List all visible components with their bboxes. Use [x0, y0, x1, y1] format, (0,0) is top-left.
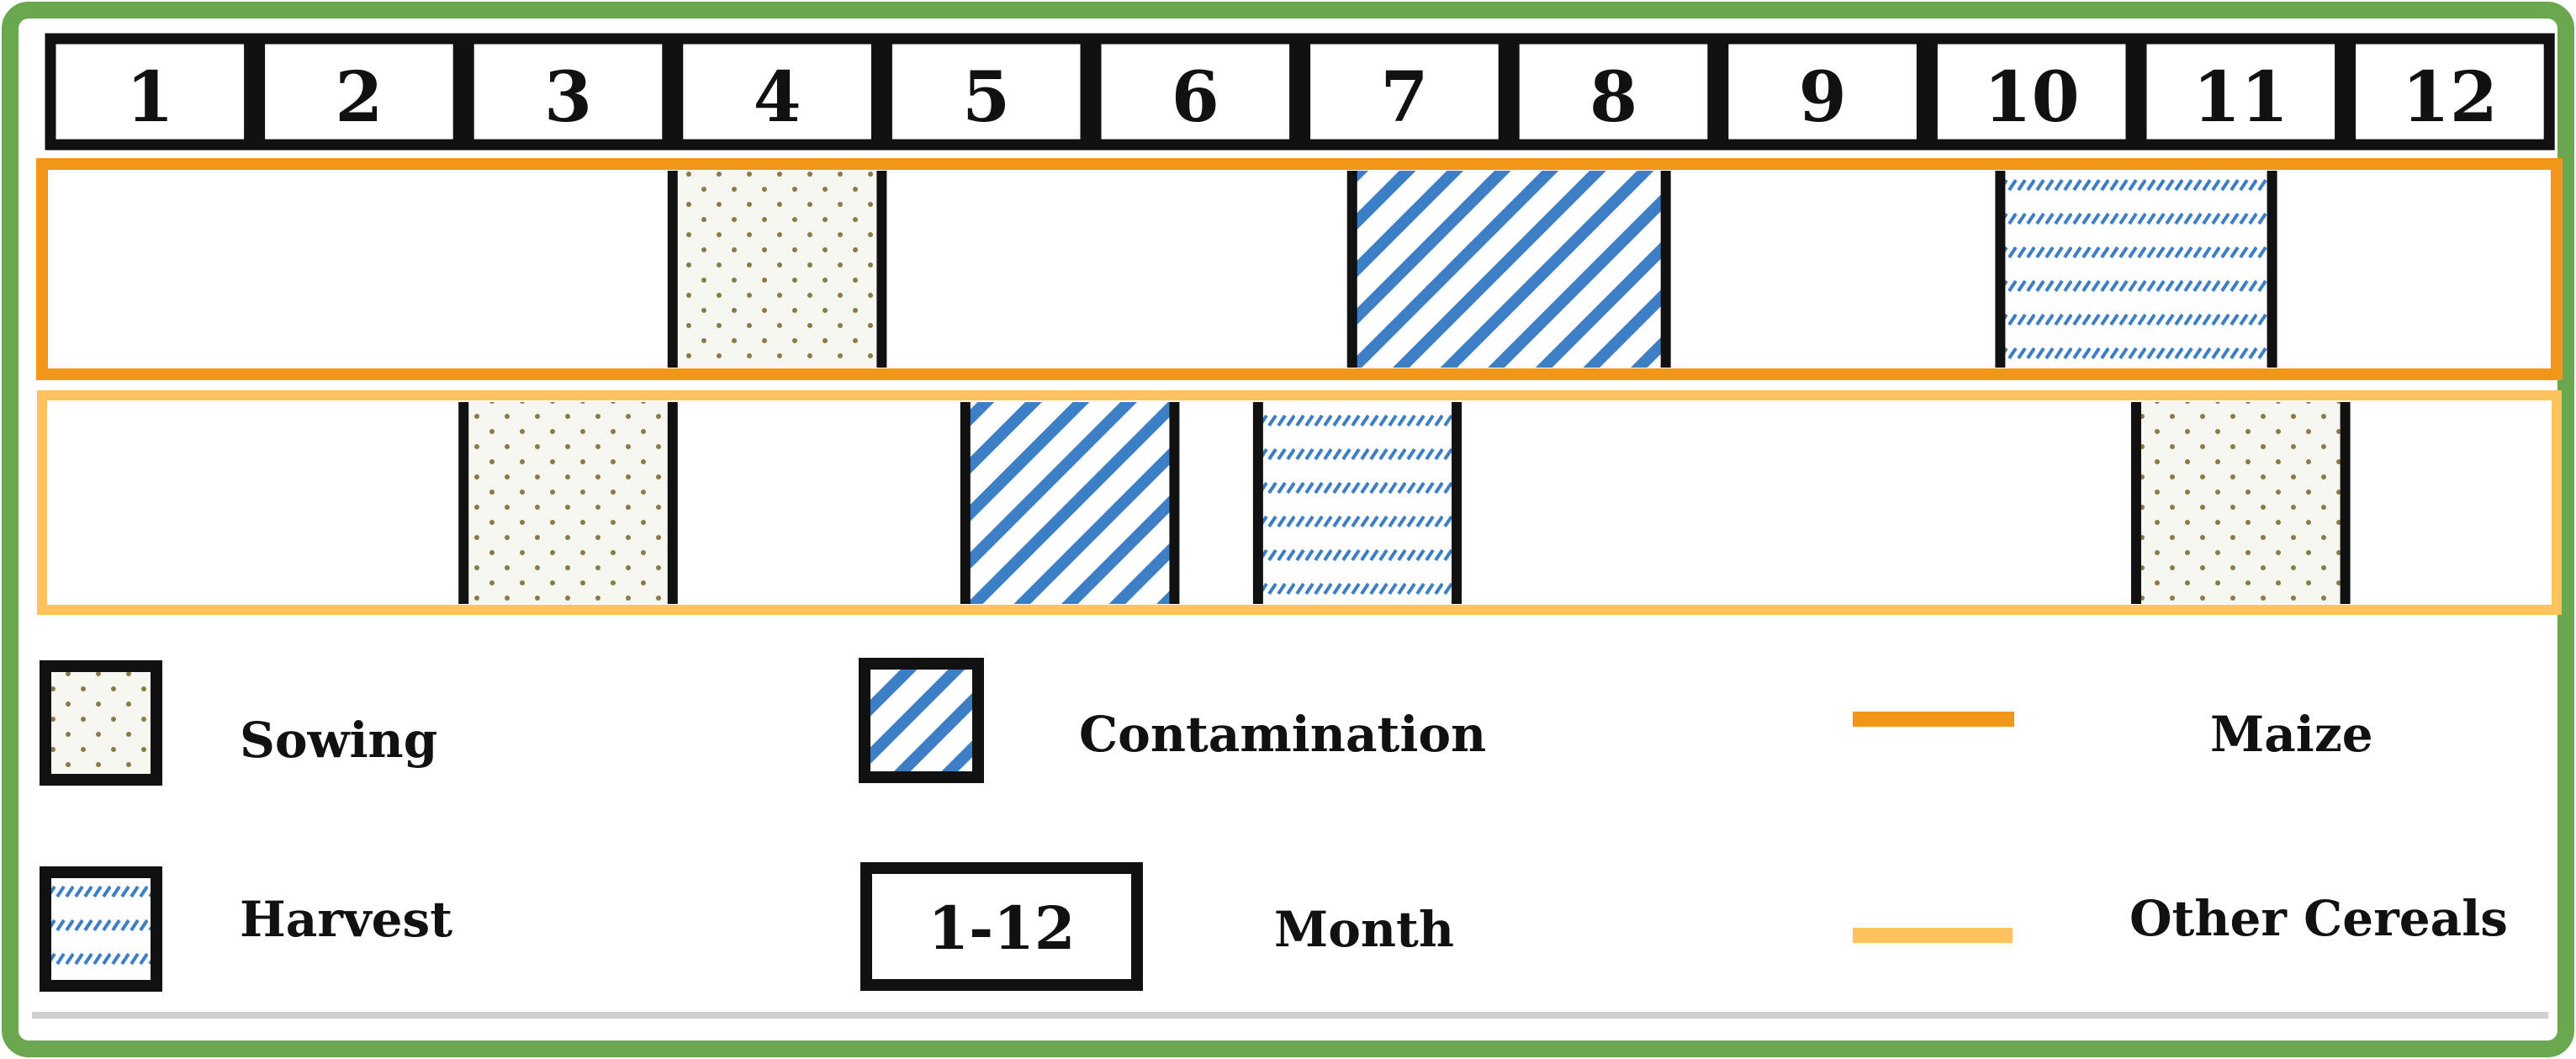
month-cell-10 [1926, 33, 2137, 151]
month-box-swatch [860, 862, 1143, 991]
month-label-9: 9 [1799, 57, 1847, 138]
legend-month-label: Month [1274, 901, 1454, 958]
month-label-3: 3 [544, 57, 592, 138]
month-cell-9 [1717, 33, 1928, 151]
legend-sowing-label: Sowing [240, 712, 437, 769]
other-cereals-contamination-block-2 [965, 402, 1175, 604]
legend-sowing: Sowing [40, 660, 437, 786]
sowing-swatch [40, 660, 162, 786]
harvest-swatch [40, 866, 162, 992]
month-label-7: 7 [1380, 57, 1428, 138]
month-cell-7 [1299, 33, 1510, 151]
legend-harvest-label: Harvest [240, 891, 452, 948]
month-label-10: 10 [1984, 57, 2080, 138]
month-cell-6 [1090, 33, 1301, 151]
contamination-swatch [859, 658, 984, 783]
month-cell-3 [463, 33, 674, 151]
legend-month: 1-12 Month [860, 862, 1454, 991]
month-cell-2 [254, 33, 464, 151]
legend-maize-label: Maize [2210, 706, 2373, 763]
legend-other-cereals: Other Cereals [1853, 890, 2508, 947]
other-cereals-harvest-block-3 [1257, 402, 1457, 604]
legend: Sowing Contamination Maize Harvest 1-12 … [40, 658, 2508, 992]
maize-harvest-block-3 [2000, 171, 2272, 368]
month-label-1: 1 [126, 57, 174, 138]
month-cell-11 [2135, 33, 2346, 151]
legend-harvest: Harvest [40, 866, 452, 992]
month-cell-1 [45, 33, 256, 151]
legend-maize: Maize [1853, 706, 2373, 763]
month-cell-8 [1508, 33, 1719, 151]
month-cell-12 [2345, 33, 2555, 151]
month-cell-4 [672, 33, 882, 151]
legend-other-cereals-label: Other Cereals [2129, 890, 2508, 947]
other-cereals-row-periods [458, 402, 2351, 604]
month-box-label: 1-12 [928, 893, 1075, 963]
month-label-2: 2 [335, 57, 383, 138]
other-cereals-sowing-block-4 [2136, 402, 2346, 604]
maize-row-periods [667, 171, 2277, 368]
legend-contamination: Contamination [859, 658, 1486, 783]
legend-contamination-label: Contamination [1079, 706, 1486, 763]
maize-contamination-block-2 [1351, 171, 1666, 368]
month-label-4: 4 [754, 57, 801, 138]
month-label-6: 6 [1172, 57, 1219, 138]
month-cell-5 [881, 33, 1092, 151]
other-cereals-sowing-block-1 [463, 402, 673, 604]
month-label-8: 8 [1590, 57, 1637, 138]
maize-sowing-block-1 [672, 171, 882, 368]
month-label-12: 12 [2402, 57, 2498, 138]
month-label-11: 11 [2193, 57, 2288, 138]
month-label-5: 5 [962, 57, 1010, 138]
